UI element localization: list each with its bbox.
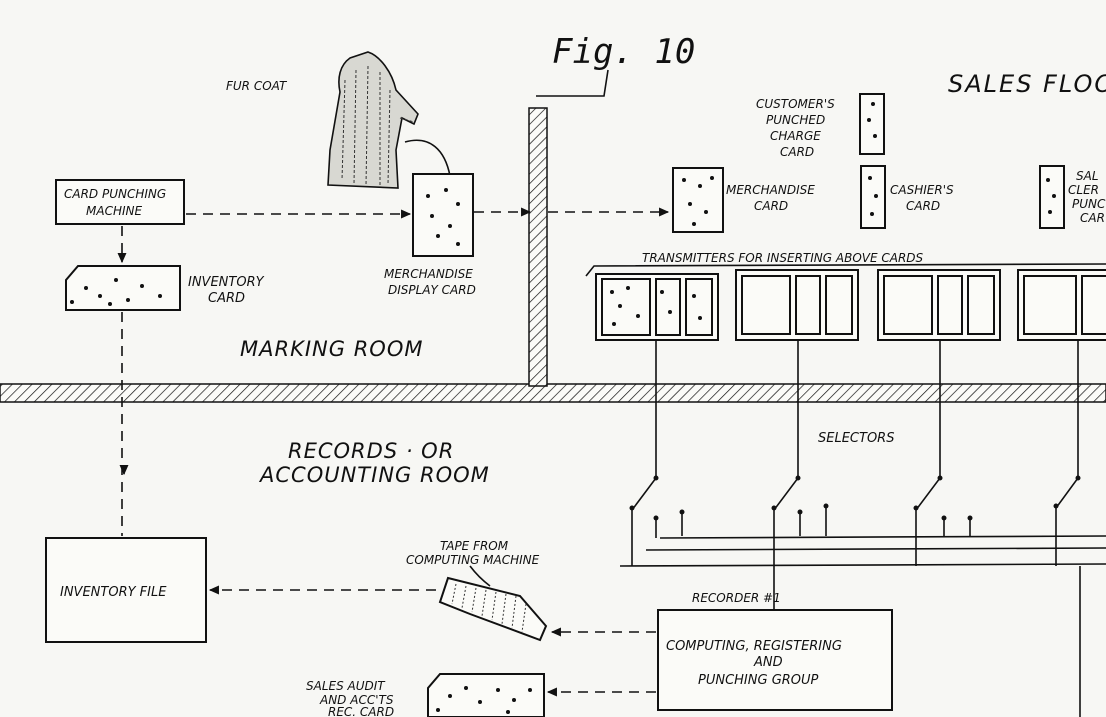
customer-card-label-3: CHARGE	[770, 129, 821, 143]
inventory-card-label-1: INVENTORY	[188, 275, 265, 290]
sales-audit-card-icon	[427, 673, 545, 717]
inventory-file-label: INVENTORY FILE	[60, 585, 167, 600]
sales-clerk-label-1: SAL	[1076, 169, 1099, 183]
cashier-card-icon	[860, 165, 886, 229]
tape-icon	[438, 565, 548, 642]
computing-group-label-1: COMPUTING, REGISTERING	[666, 639, 842, 654]
card-punching-machine-box	[55, 179, 185, 225]
records-room-label-line1: RECORDS · OR	[288, 439, 454, 463]
transmitters-label: TRANSMITTERS FOR INSERTING ABOVE CARDS	[642, 251, 924, 265]
merchandise-display-card-holes	[426, 188, 460, 246]
computing-group-box	[657, 609, 893, 711]
transmitter-2	[735, 269, 859, 341]
sales-audit-label-1: SALES AUDIT	[306, 679, 386, 693]
flow-arrows	[117, 207, 670, 697]
sales-clerk-card-icon	[1039, 165, 1065, 229]
customer-card-label-4: CARD	[780, 145, 814, 159]
card-punching-label-1: CARD PUNCHING	[64, 187, 166, 201]
merchandise-card-icon	[672, 167, 724, 233]
selector-wiring	[619, 340, 1106, 717]
fur-coat-icon	[327, 51, 451, 189]
sales-clerk-label-3: PUNC	[1072, 197, 1106, 211]
floor-partition-wall	[0, 383, 1106, 403]
marking-room-label: MARKING ROOM	[240, 337, 423, 361]
merchandise-display-card-icon	[412, 173, 474, 257]
inventory-card-holes	[70, 278, 162, 306]
transmitter-3	[877, 269, 1001, 341]
computing-group-label-3: PUNCHING GROUP	[698, 673, 819, 688]
figure-title-underline	[536, 69, 609, 97]
display-card-label-1: MERCHANDISE	[384, 267, 473, 281]
cashier-card-label-2: CARD	[906, 199, 940, 213]
cashier-card-label-1: CASHIER'S	[890, 183, 954, 197]
sales-audit-label-3: REC. CARD	[328, 705, 394, 717]
inventory-file-box	[45, 537, 207, 643]
tape-label-1: TAPE FROM	[440, 539, 509, 553]
figure-title: Fig. 10	[552, 32, 695, 72]
customer-card-label-2: PUNCHED	[766, 113, 825, 127]
transmitter-1	[595, 273, 719, 341]
transmitter-4	[1017, 269, 1106, 341]
sales-clerk-label-4: CAR	[1080, 211, 1105, 225]
sales-clerk-label-2: CLER	[1068, 183, 1099, 197]
merchandise-card-label-1: MERCHANDISE	[726, 183, 815, 197]
fur-coat-label: FUR COAT	[226, 79, 288, 93]
inventory-card-icon	[65, 265, 181, 311]
card-punching-label-2: MACHINE	[86, 204, 142, 218]
display-card-label-2: DISPLAY CARD	[388, 283, 476, 297]
records-room-label-line2: ACCOUNTING ROOM	[258, 463, 490, 487]
sales-floor-label: SALES FLOO	[948, 70, 1106, 98]
tape-label-2: COMPUTING MACHINE	[406, 553, 540, 567]
selectors-label: SELECTORS	[818, 431, 894, 446]
recorder-label: RECORDER #1	[692, 591, 781, 605]
inventory-card-label-2: CARD	[208, 291, 245, 306]
merchandise-card-label-2: CARD	[754, 199, 788, 213]
transmitters-bracket	[585, 263, 1106, 277]
computing-group-label-2: AND	[753, 655, 783, 670]
vertical-partition-wall	[528, 107, 548, 387]
sales-audit-label-2: AND ACC'TS	[319, 693, 394, 707]
customer-card-label-1: CUSTOMER'S	[756, 97, 835, 111]
